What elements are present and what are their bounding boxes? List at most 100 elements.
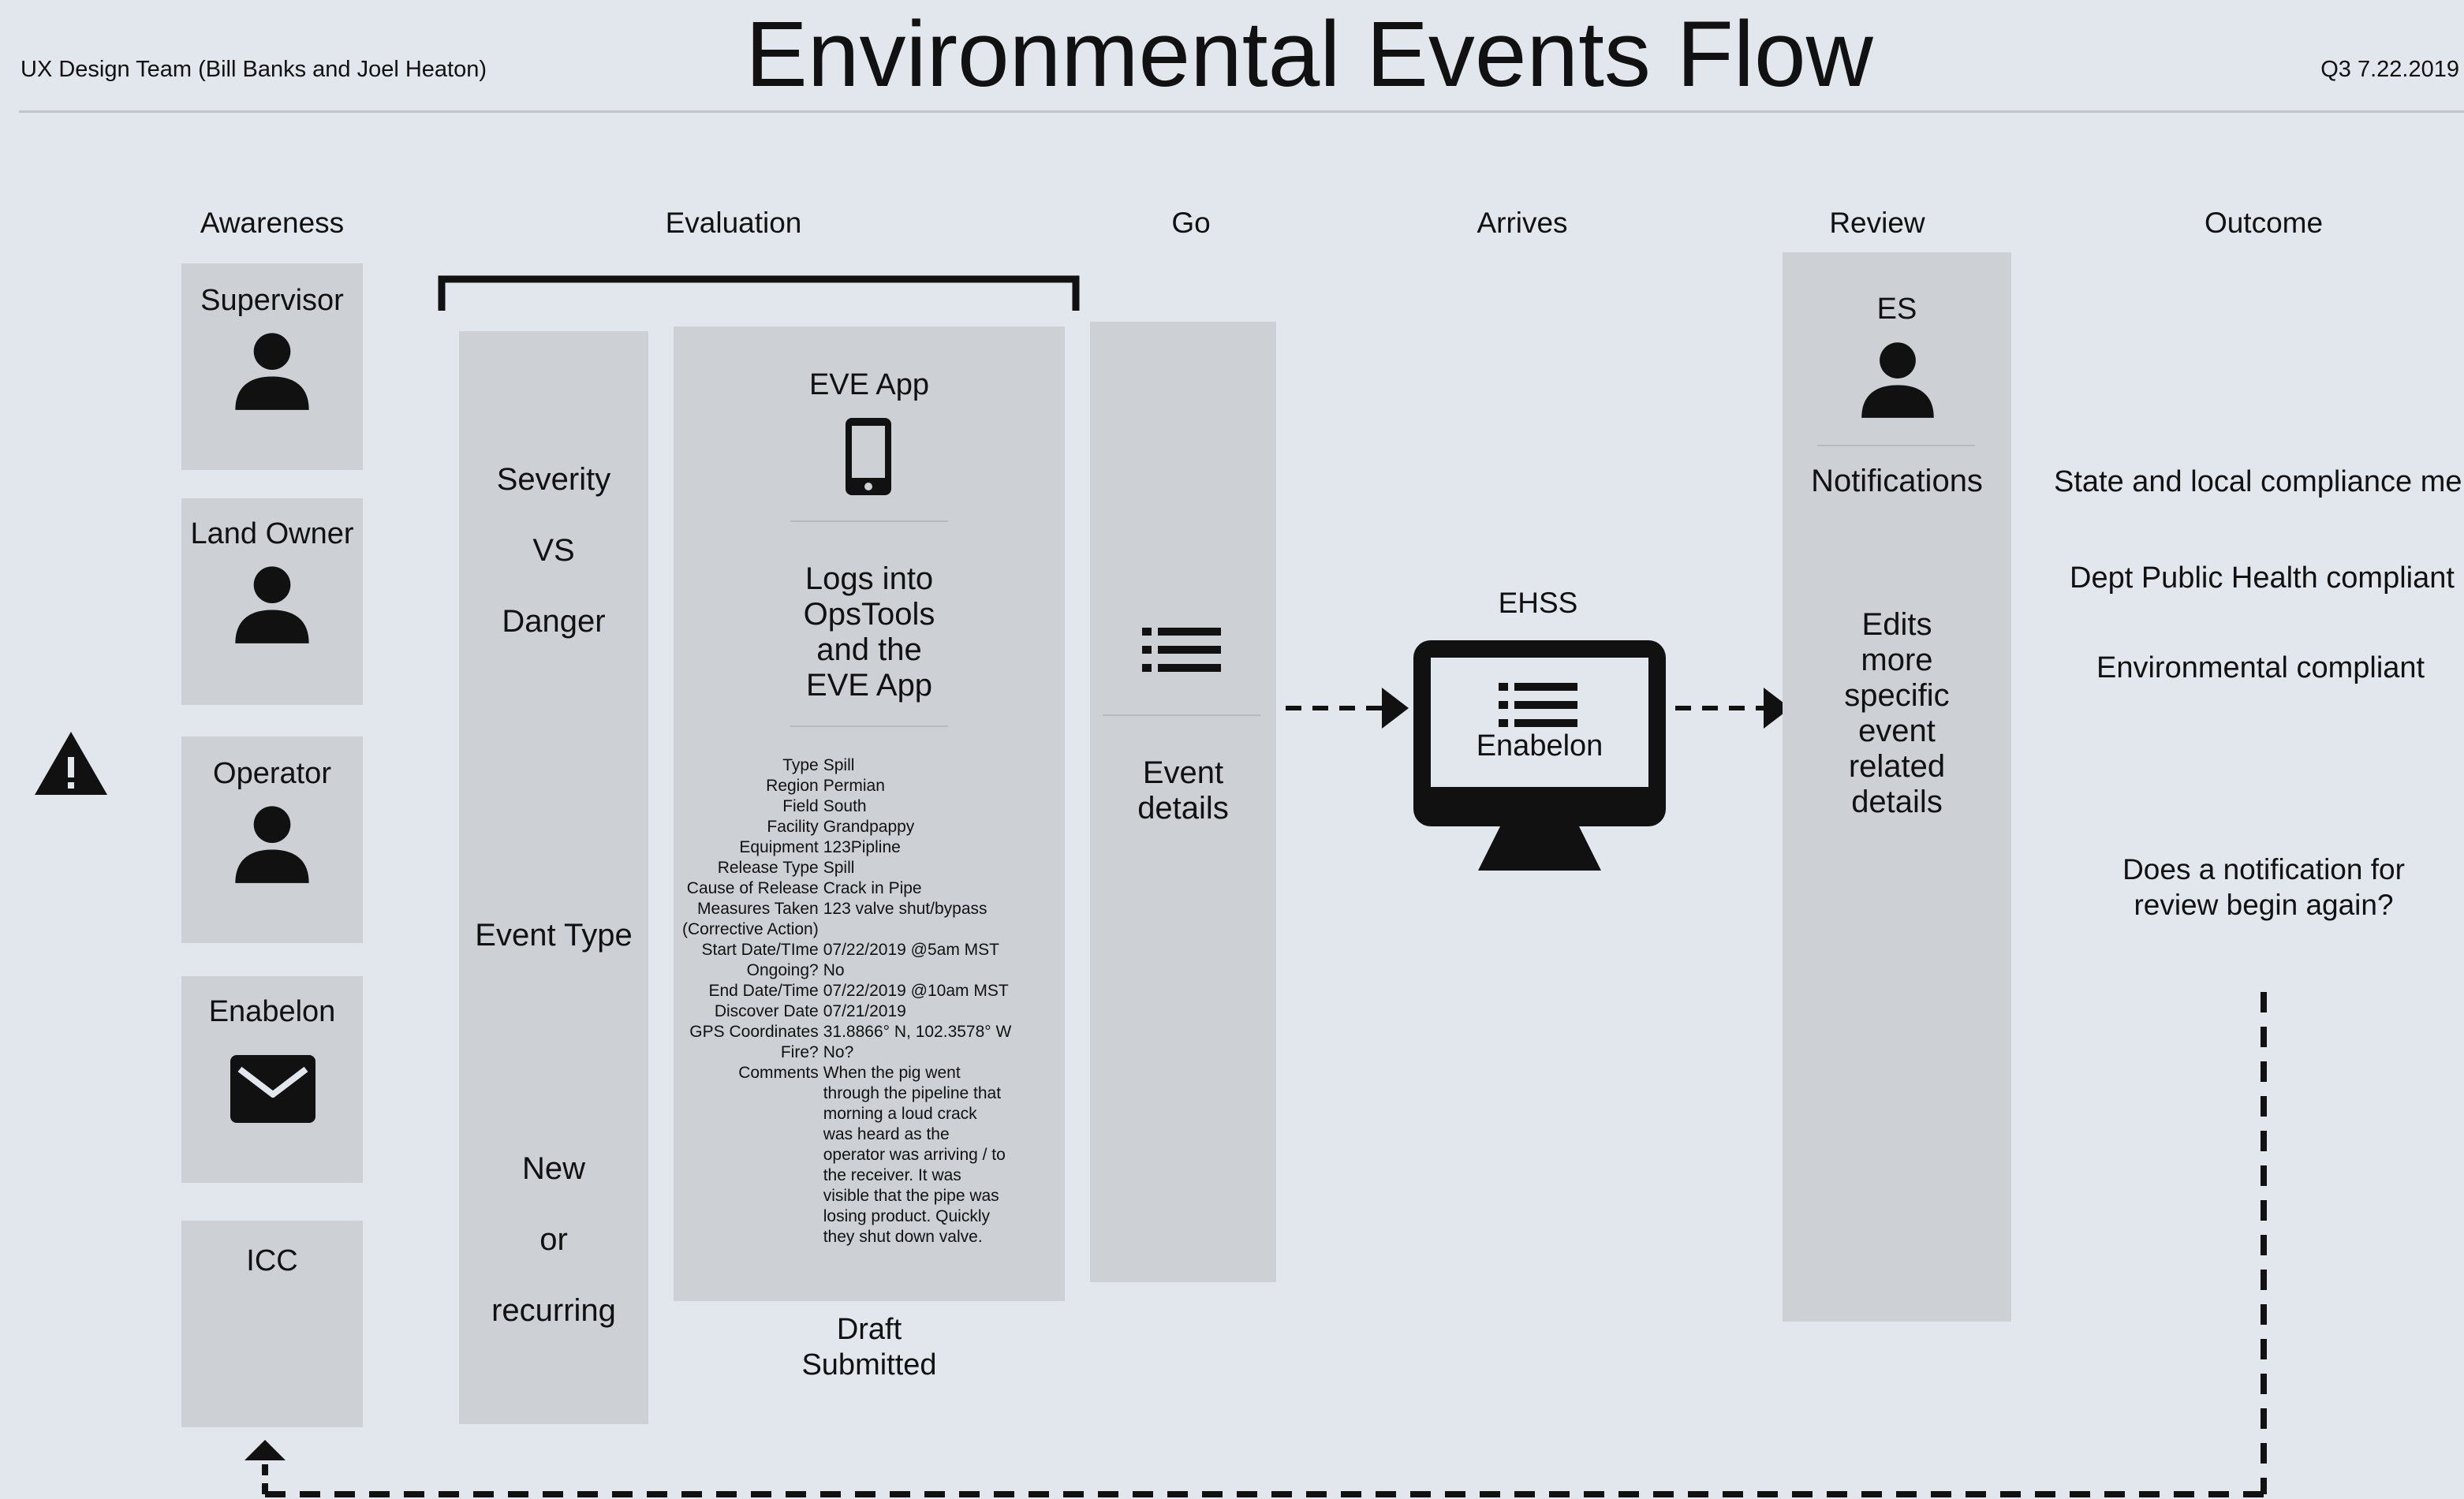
edits-line: related — [1848, 749, 1946, 784]
status-line: Draft — [836, 1313, 902, 1346]
edits-line: event — [1858, 714, 1936, 748]
event-detail-key: Fire? — [780, 1043, 819, 1061]
eve-app-divider — [790, 520, 948, 522]
logs-line: Logs into — [805, 561, 934, 596]
logs-line: OpsTools — [803, 597, 935, 632]
edits-line: Edits — [1861, 607, 1932, 642]
stage-review: Review — [1829, 207, 1925, 239]
status-line: Submitted — [801, 1348, 937, 1382]
outcome-question: Does a notification for review begin aga… — [2066, 852, 2461, 923]
question-line: review begin again? — [2134, 889, 2394, 921]
review-panel — [1783, 252, 2011, 1322]
stage-evaluation: Evaluation — [665, 207, 802, 239]
actor-label-enabelon: Enabelon — [208, 995, 336, 1028]
logs-line: and the — [816, 632, 922, 667]
go-divider — [1103, 714, 1260, 716]
list-icon — [1142, 628, 1221, 672]
person-icon — [235, 566, 309, 643]
header-divider — [19, 110, 2464, 113]
event-detail-value: 07/21/2019 — [823, 1002, 906, 1020]
person-icon — [235, 806, 309, 883]
review-divider — [1817, 445, 1975, 446]
eve-app-title: EVE App — [808, 368, 930, 401]
event-detail-key: Equipment — [739, 838, 819, 856]
stage-outcome: Outcome — [2204, 207, 2324, 239]
event-detail-key: Discover Date — [714, 1002, 819, 1020]
page-title: Environmental Events Flow — [745, 2, 1873, 106]
event-detail-value: When the pig went through the pipeline t… — [823, 1064, 1006, 1246]
event-detail-key: Region — [766, 777, 819, 795]
event-detail-row: Ongoing?No — [680, 960, 1014, 981]
event-detail-value: No — [823, 961, 845, 979]
event-detail-value: 07/22/2019 @10am MST — [823, 982, 1009, 1000]
stage-go: Go — [1171, 207, 1211, 239]
event-detail-value: 123 valve shut/bypass — [823, 900, 987, 918]
criteria-panel — [459, 331, 648, 1424]
event-detail-key: Start Date/TIme — [701, 941, 819, 959]
date-label: Q3 7.22.2019 — [2320, 57, 2459, 82]
edits-line: more — [1861, 643, 1933, 677]
review-notifications: Notifications — [1811, 464, 1983, 498]
return-loop-arrow — [245, 992, 2267, 1497]
team-credit: UX Design Team (Bill Banks and Joel Heat… — [21, 57, 487, 82]
event-detail-value: Crack in Pipe — [823, 879, 922, 897]
event-detail-key: GPS Coordinates — [689, 1023, 819, 1041]
edits-line: specific — [1844, 678, 1950, 713]
outcome-item-environmental: Environmental compliant — [2096, 651, 2425, 684]
phone-icon — [846, 418, 891, 495]
criteria-or: or — [539, 1222, 568, 1257]
stage-awareness: Awareness — [200, 207, 345, 239]
actor-label-land-owner: Land Owner — [190, 517, 354, 550]
event-detail-key: Field — [782, 797, 819, 815]
event-detail-key: Type — [782, 756, 819, 774]
stage-arrives: Arrives — [1477, 207, 1568, 239]
event-detail-key: Comments — [738, 1064, 819, 1082]
list-icon — [1499, 683, 1577, 727]
go-label-line: details — [1137, 791, 1229, 826]
event-detail-key: Cause of Release — [686, 879, 819, 897]
criteria-vs: VS — [532, 533, 575, 568]
criteria-recurring: recurring — [491, 1293, 616, 1328]
evaluation-bracket — [438, 275, 1080, 311]
eve-app-logs-text: Logs into OpsTools and the EVE App — [674, 561, 1065, 703]
edits-line: details — [1851, 785, 1943, 819]
actor-label-operator: Operator — [213, 757, 331, 790]
go-panel — [1090, 322, 1276, 1282]
event-detail-value: 07/22/2019 @5am MST — [823, 941, 999, 959]
monitor-screen-label: Enabelon — [1476, 729, 1603, 763]
criteria-new: New — [521, 1151, 586, 1186]
event-detail-value: 123Pipline — [823, 838, 901, 856]
event-detail-value — [821, 919, 1014, 940]
person-icon — [1861, 342, 1934, 418]
outcome-item-public-health: Dept Public Health compliant — [2070, 561, 2455, 595]
go-event-details: Event details — [1090, 755, 1276, 826]
logs-line: EVE App — [805, 668, 933, 703]
event-detail-row: Fire?No? — [680, 1042, 1014, 1063]
eve-app-divider — [790, 725, 948, 727]
review-edits-text: Edits more specific event related detail… — [1783, 607, 2011, 820]
event-detail-key: Ongoing? — [746, 961, 819, 979]
flow-arrow-to-ehss — [1286, 688, 1409, 729]
flow-arrow-to-review — [1675, 688, 1790, 729]
criteria-event-type: Event Type — [475, 918, 633, 953]
question-line: Does a notification for — [2122, 853, 2405, 886]
event-detail-key: End Date/Time — [708, 982, 819, 1000]
event-detail-value: No? — [823, 1043, 854, 1061]
envelope-icon — [230, 1055, 315, 1123]
go-label-line: Event — [1142, 755, 1224, 790]
event-detail-value: Spill — [823, 859, 855, 877]
warning-icon — [35, 732, 107, 795]
outcome-item-state-local: State and local compliance me — [2054, 465, 2462, 498]
